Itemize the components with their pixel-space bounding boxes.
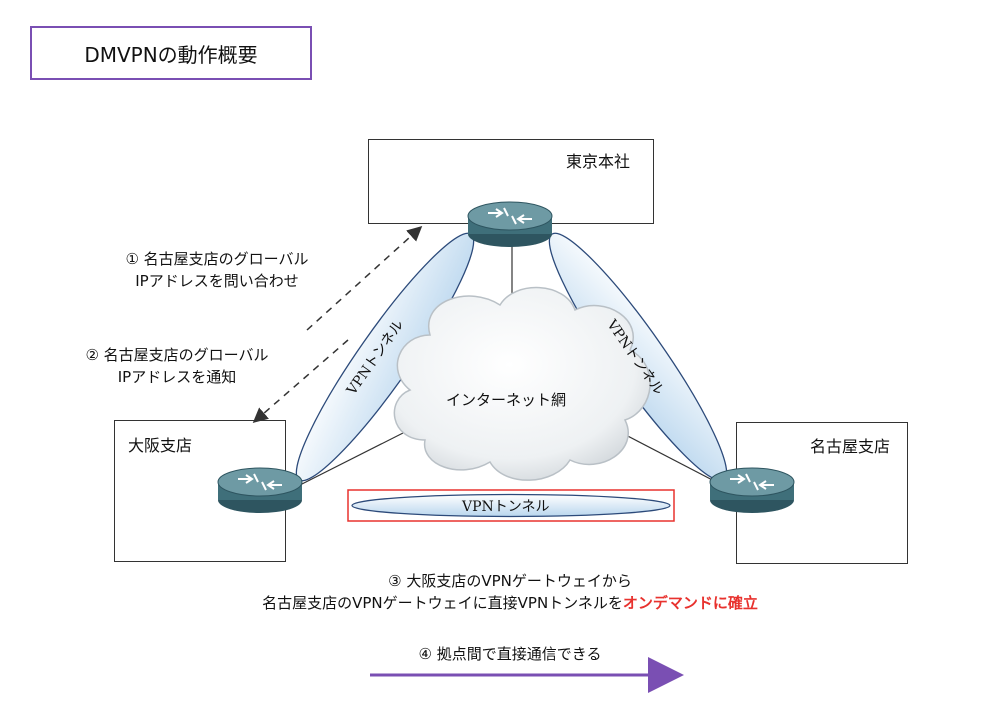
step1-text: ① 名古屋支店のグローバル IPアドレスを問い合わせ — [92, 248, 342, 292]
step1-line1: ① 名古屋支店のグローバル — [125, 250, 309, 268]
step3-line2-prefix: 名古屋支店のVPNゲートウェイに直接VPNトンネルを — [262, 594, 623, 612]
diagram-title: DMVPNの動作概要 — [30, 26, 312, 80]
link-osaka-cloud — [299, 431, 406, 486]
step3-line2: 名古屋支店のVPNゲートウェイに直接VPNトンネルをオンデマンドに確立 — [230, 592, 790, 614]
router-icon-nagoya — [709, 467, 795, 513]
tokyo-site-label: 東京本社 — [566, 152, 631, 171]
link-nagoya-cloud — [619, 431, 723, 486]
osaka-site-label: 大阪支店 — [128, 436, 193, 455]
tunnel-highlight-box — [347, 489, 675, 522]
internet-cloud-shape — [393, 286, 651, 481]
step3-text: ③ 大阪支店のVPNゲートウェイから 名古屋支店のVPNゲートウェイに直接VPN… — [230, 570, 790, 614]
step4-text: ④ 拠点間で直接通信できる — [418, 645, 602, 663]
step2-line2: IPアドレスを通知 — [117, 368, 237, 386]
internet-cloud-label: インターネット網 — [446, 391, 567, 409]
step3-line2-highlight: オンデマンドに確立 — [622, 594, 758, 612]
tunnel-bottom-shape — [351, 493, 671, 518]
step2-line1: ② 名古屋支店のグローバル — [85, 346, 269, 364]
nagoya-site-label: 名古屋支店 — [810, 437, 891, 456]
router-icon-osaka — [217, 467, 303, 513]
step3-line1: ③ 大阪支店のVPNゲートウェイから — [388, 572, 632, 590]
step1-line2: IPアドレスを問い合わせ — [135, 272, 299, 290]
step2-text: ② 名古屋支店のグローバル IPアドレスを通知 — [52, 344, 302, 388]
router-icon-tokyo — [467, 201, 553, 247]
tunnel-bottom-label: VPNトンネル — [462, 499, 550, 515]
